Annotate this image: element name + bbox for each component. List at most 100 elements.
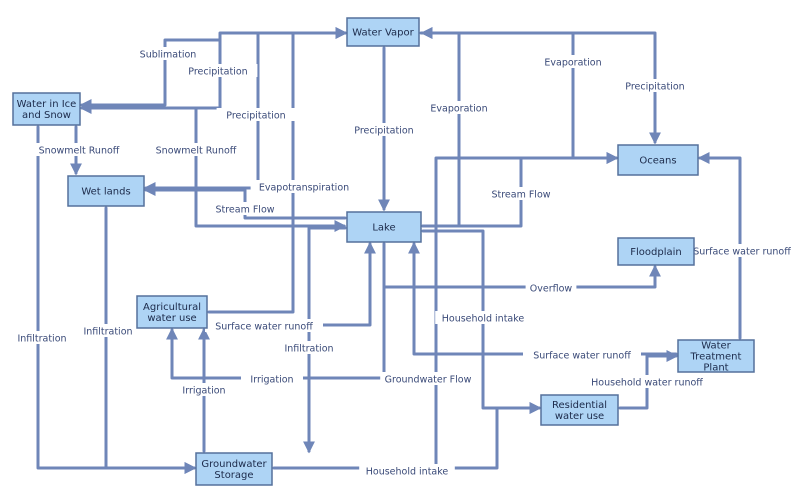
edge-label-background [5, 331, 79, 344]
node-box [195, 452, 273, 486]
labels-layer: SublimationPrecipitationPrecipitationPre… [5, 47, 800, 478]
edge-infiltration-lake [303, 226, 347, 454]
node-lake: Lake [346, 211, 422, 243]
node-label: water use [147, 313, 196, 324]
node-box [136, 295, 208, 329]
edge-label-text: Evaporation [544, 58, 601, 69]
edge-surface-runoff-ag [207, 27, 348, 314]
edge-label-background [683, 244, 800, 257]
node-box [617, 144, 699, 176]
edge-label-text: Infiltration [284, 344, 333, 355]
edge-surface-runoff-floodplain [697, 152, 742, 340]
edge-label-surface-runoff-ag: Surface water runoff [205, 319, 323, 333]
edge-label-background [525, 281, 577, 294]
edge-label-background [211, 202, 279, 215]
node-label: Water [701, 341, 731, 352]
edge-household-intake-gw [272, 402, 542, 470]
edge-label-evaporation-lake: Evaporation [425, 101, 493, 115]
edge-label-infiltration-lake: Infiltration [272, 341, 346, 355]
edge-label-text: Household intake [366, 467, 449, 478]
edge-label-text: Overflow [530, 284, 573, 295]
edge-label-background [539, 55, 607, 68]
node-label: Oceans [639, 156, 676, 167]
edge-label-text: Infiltration [17, 334, 66, 345]
node-label: and Snow [22, 110, 71, 121]
edge-label-background [435, 311, 531, 324]
edge-label-background [359, 464, 455, 477]
node-box [67, 175, 145, 207]
node-label: Groundwater [201, 459, 267, 470]
edge-groundwater-flow [307, 241, 376, 453]
edge-label-background [216, 108, 296, 121]
edge-label-background [344, 123, 424, 136]
node-label: Lake [372, 223, 395, 234]
edge-label-background [250, 180, 358, 193]
edge-label-background [34, 143, 124, 156]
edge-label-background [71, 324, 145, 337]
edge-overflow [382, 242, 661, 289]
edge-label-text: Snowmelt Runoff [156, 146, 237, 157]
edge-label-precip-wetlands: Precipitation [216, 108, 296, 122]
edge-label-snowmelt-lake: Snowmelt Runoff [151, 143, 241, 157]
node-label: Floodplain [630, 247, 681, 258]
node-label: Agricultural [143, 302, 201, 313]
edge-label-background [241, 372, 303, 385]
edge-label-streamflow-oceans: Stream Flow [487, 187, 555, 201]
edge-label-text: Snowmelt Runoff [39, 146, 120, 157]
edge-evaporation-oceans [420, 27, 618, 160]
edge-label-background [523, 348, 641, 361]
node-box [346, 17, 420, 47]
edge-label-evapotranspiration: Evapotranspiration [250, 180, 358, 194]
node-label: Water in Ice [17, 99, 77, 110]
edge-label-streamflow-wetlands: Stream Flow [211, 202, 279, 216]
edge-label-household-runoff: Household water runoff [582, 375, 712, 389]
node-box [677, 339, 755, 373]
edge-label-text: Evaporation [430, 104, 487, 115]
edge-label-text: Precipitation [354, 126, 413, 137]
node-label: Treatment [690, 352, 742, 363]
node-label: Water Vapor [352, 28, 414, 39]
edge-label-background [173, 383, 235, 396]
edge-label-text: Irrigation [250, 375, 293, 386]
edge-label-text: Precipitation [625, 82, 684, 93]
edges-layer [36, 27, 742, 474]
edge-label-text: Surface water runoff [215, 322, 313, 333]
edge-label-evaporation-oceans: Evaporation [539, 55, 607, 69]
node-box [617, 237, 695, 266]
edge-label-overflow: Overflow [525, 281, 577, 295]
edge-label-irrigation-gw: Irrigation [173, 383, 235, 397]
edge-label-background [134, 47, 202, 60]
node-water-vapor: Water Vapor [346, 17, 420, 47]
edge-label-text: Precipitation [226, 111, 285, 122]
node-label: Storage [214, 470, 253, 481]
node-label: Plant [703, 363, 728, 374]
edge-label-text: Irrigation [182, 386, 225, 397]
edge-oceans-from-lake [434, 152, 619, 470]
edge-label-text: Surface water runoff [693, 247, 791, 258]
edge-label-household-intake-lake: Household intake [435, 311, 531, 325]
edge-label-text: Household water runoff [591, 378, 703, 389]
edge-label-background [272, 341, 346, 354]
node-oceans: Oceans [617, 144, 699, 176]
edge-sublimation [79, 38, 222, 111]
edge-evaporation-lake [420, 27, 461, 228]
edge-label-background [615, 79, 695, 92]
edge-label-text: Precipitation [188, 67, 247, 78]
edge-label-text: Groundwater Flow [385, 375, 472, 386]
edge-label-precip-lake: Precipitation [344, 123, 424, 137]
edge-label-background [380, 372, 476, 385]
edge-label-text: Stream Flow [491, 190, 550, 201]
edge-label-text: Sublimation [140, 50, 197, 61]
edge-label-snowmelt-wetlands: Snowmelt Runoff [34, 143, 124, 157]
edge-label-infiltration-ice: Infiltration [5, 331, 79, 345]
node-box [346, 211, 422, 243]
edge-label-irrigation-lake: Irrigation [241, 372, 303, 386]
edge-label-background [487, 187, 555, 200]
